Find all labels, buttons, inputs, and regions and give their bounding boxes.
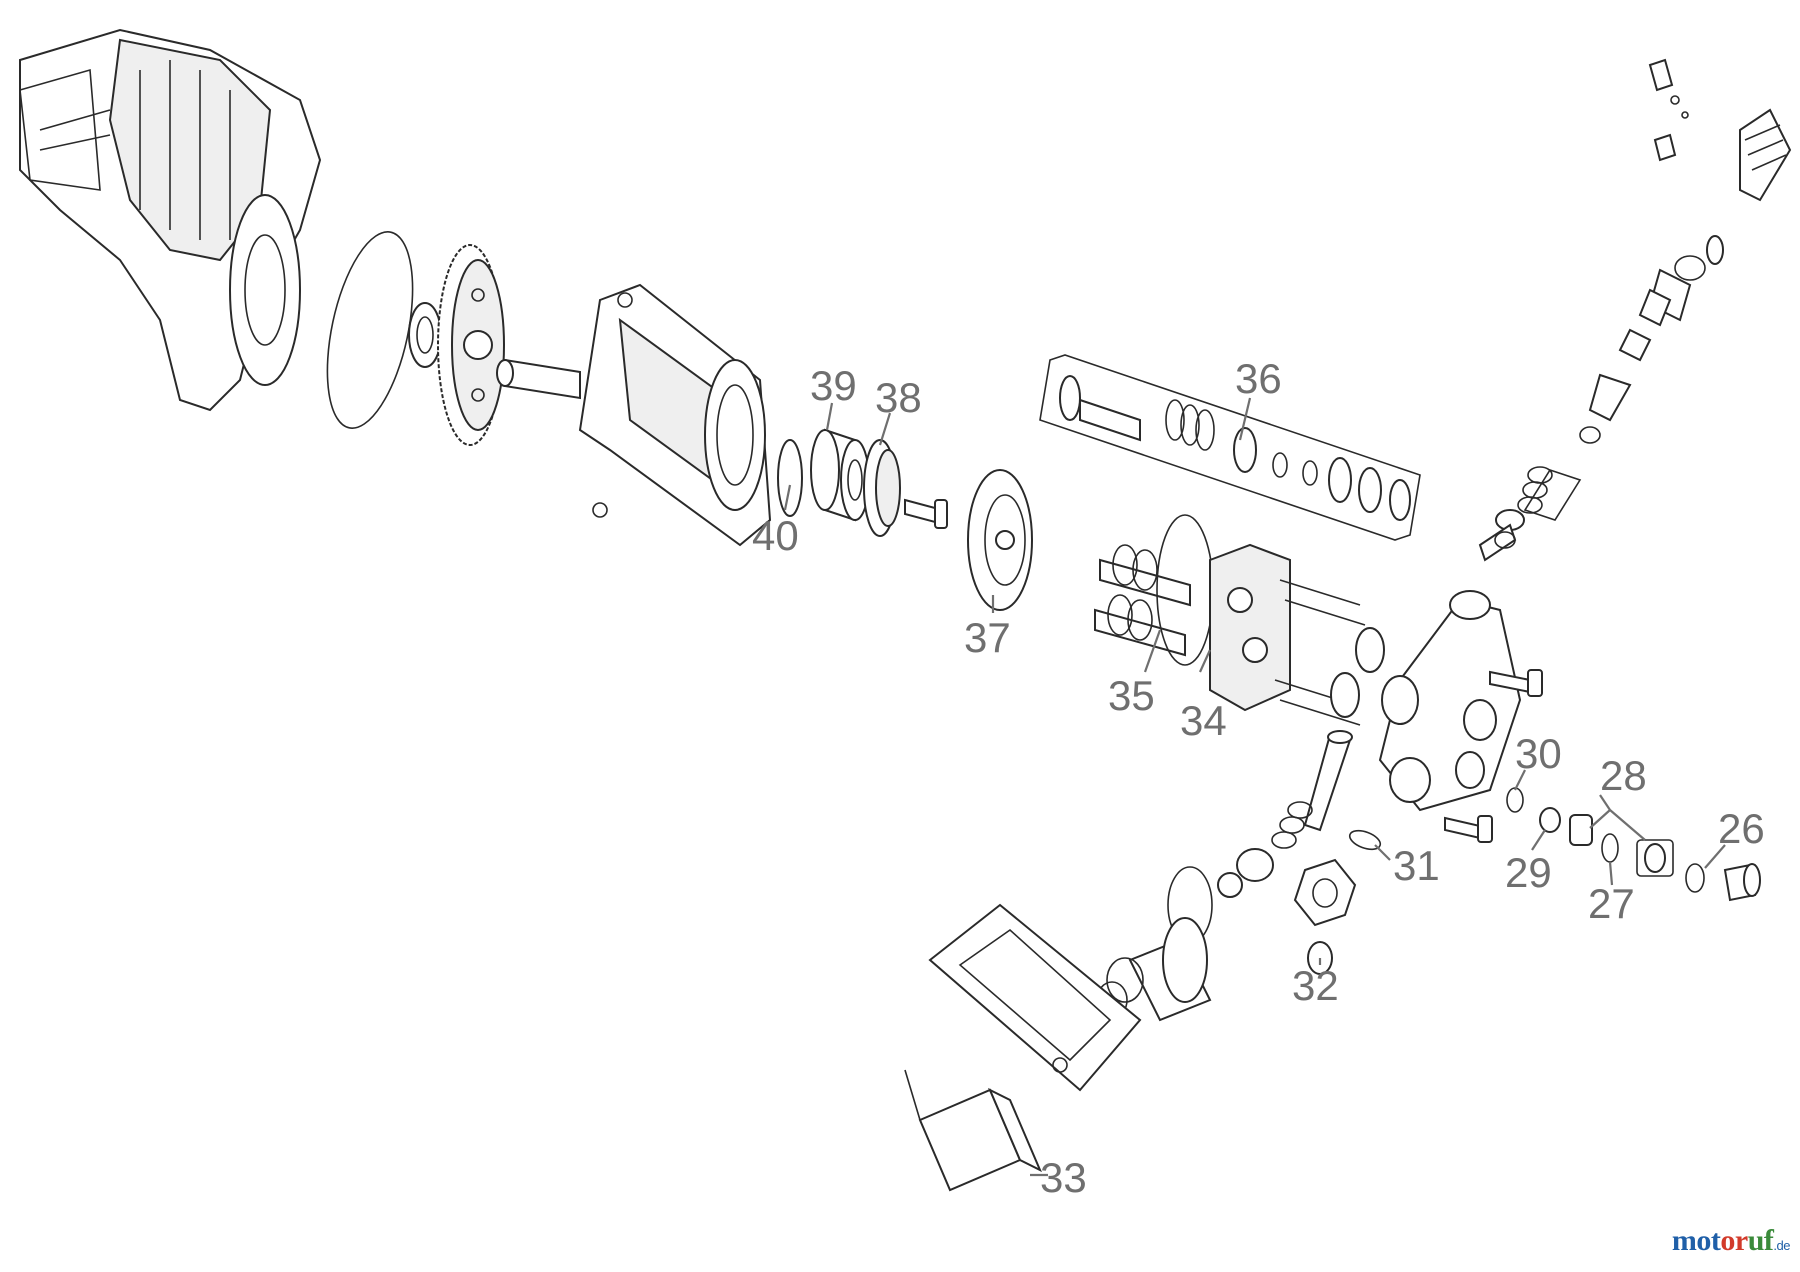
callout-37: 37 xyxy=(964,614,1011,661)
callout-34: 34 xyxy=(1180,697,1227,744)
check-valves xyxy=(1330,627,1385,718)
base-plate xyxy=(928,903,1142,1092)
outlet-column xyxy=(1478,58,1792,562)
callout-33: 33 xyxy=(1040,1154,1087,1201)
o-ring-26 xyxy=(1685,863,1705,893)
hex-nut-fitting xyxy=(1293,858,1357,975)
callout-35: 35 xyxy=(1108,672,1155,719)
switch-assembly xyxy=(1569,814,1674,877)
short-screw xyxy=(904,498,948,529)
o-ring-31 xyxy=(1348,829,1382,851)
bolts xyxy=(1444,669,1543,843)
wobble-plate xyxy=(967,469,1033,611)
leader-lines xyxy=(783,397,1726,1177)
large-o-ring xyxy=(326,231,414,429)
gear-wheel xyxy=(437,244,505,446)
o-ring-30 xyxy=(1506,787,1524,813)
o-ring-27 xyxy=(1601,833,1619,863)
valve-plate xyxy=(1209,543,1366,726)
piston-set xyxy=(1094,514,1214,666)
callout-26: 26 xyxy=(1718,805,1765,852)
valve-stem xyxy=(1167,730,1353,944)
swash-plate xyxy=(863,439,901,537)
callout-labels: 26 27 28 29 30 31 32 33 34 35 36 37 38 3… xyxy=(752,355,1765,1201)
pump-housing xyxy=(578,283,772,547)
callout-31: 31 xyxy=(1393,842,1440,889)
pump-head xyxy=(1378,590,1522,812)
seal-ring xyxy=(777,439,803,517)
small-bearing xyxy=(408,302,442,368)
callout-29: 29 xyxy=(1505,849,1552,896)
callout-32: 32 xyxy=(1292,962,1339,1009)
drive-shaft xyxy=(496,358,581,400)
callout-27: 27 xyxy=(1588,880,1635,927)
ball-bearing xyxy=(810,428,870,522)
small-insert xyxy=(1539,807,1561,833)
motor-assembly xyxy=(19,28,322,412)
motoruf-logo: motoruf.de xyxy=(1671,1224,1791,1257)
seal-kit xyxy=(1039,354,1421,541)
callout-36: 36 xyxy=(1235,355,1282,402)
micro-switch xyxy=(904,1069,1042,1192)
callout-38: 38 xyxy=(875,374,922,421)
callout-40: 40 xyxy=(752,512,799,559)
end-cap xyxy=(1723,863,1761,902)
callout-30: 30 xyxy=(1515,730,1562,777)
callout-39: 39 xyxy=(810,362,857,409)
callout-28: 28 xyxy=(1600,752,1647,799)
